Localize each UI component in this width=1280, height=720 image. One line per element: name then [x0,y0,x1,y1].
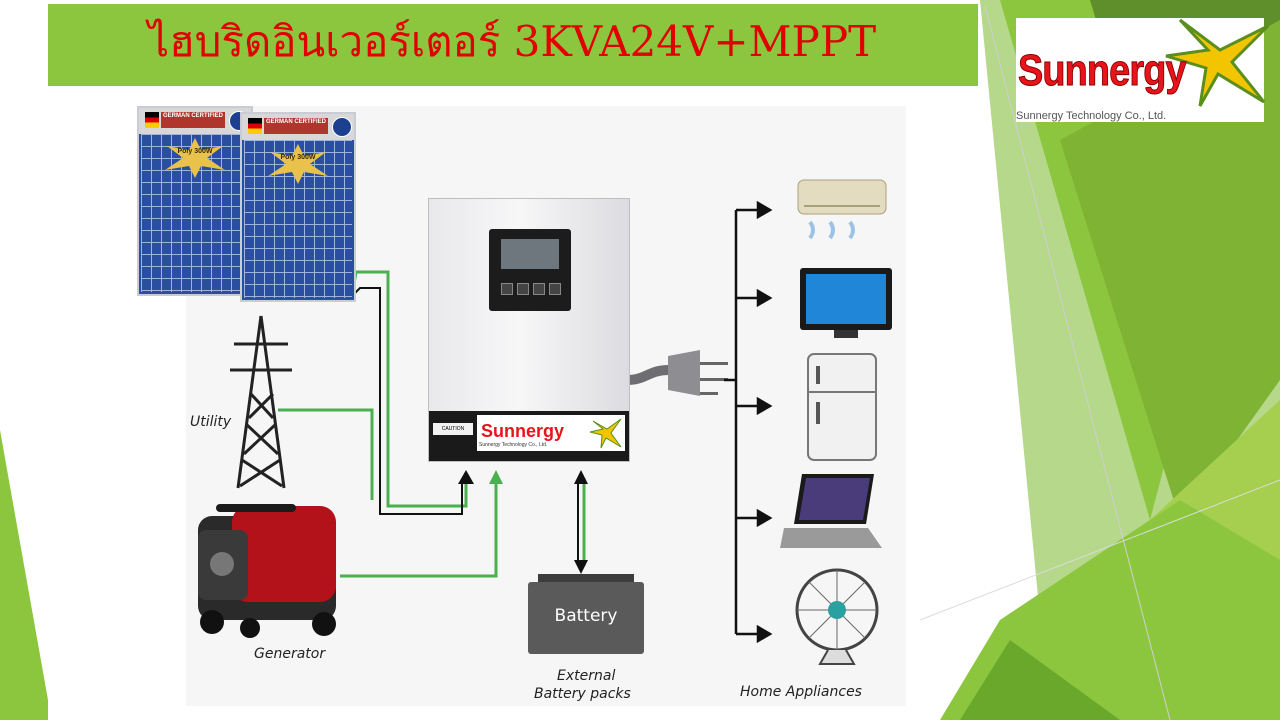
inverter-button-icon [549,283,561,295]
refrigerator-icon [807,353,877,461]
battery-arrow-up [574,470,588,484]
battery-icon [528,582,644,654]
generator-wire [340,480,498,578]
inverter-brand-plate: Sunnergy Sunnergy Technology Co., Ltd. [477,415,625,451]
inverter-input-arrow [458,470,474,484]
inverter-unit: CAUTION Sunnergy Sunnergy Technology Co.… [428,198,630,462]
utility-tower-icon [230,315,292,489]
external-battery-label-line2: Battery packs [534,686,631,702]
fan-icon [795,568,879,665]
panel-badge: Poly 300W [177,148,213,155]
solar-panel-1: GERMAN CERTIFIED Poly 300W [137,106,253,296]
air-conditioner-icon [797,179,887,240]
appliance-arrows [736,200,773,644]
plug-head [668,350,700,396]
panel-badge: Poly 300W [280,154,316,161]
battery-label: Battery [554,606,618,626]
home-appliances-label: Home Appliances [740,684,862,700]
generator-label: Generator [254,646,326,662]
panel-certificate: GERMAN CERTIFIED [161,112,225,128]
starburst-badge-icon [268,144,328,184]
starburst-logo-icon [1165,18,1270,107]
caution-label: CAUTION [433,423,473,435]
utility-label: Utility [190,414,232,430]
battery-terminals [538,574,634,584]
generator-arrow [489,470,503,484]
panel-certificate: GERMAN CERTIFIED [264,118,328,134]
solar-black-wire [351,287,463,515]
inverter-button-icon [517,283,529,295]
german-flag-icon [248,118,262,134]
plug-cable [627,365,669,385]
external-battery-label-line1: External [557,668,616,684]
starburst-badge-icon [165,138,225,178]
solar-panel-2: GERMAN CERTIFIED Poly 300W [240,112,356,302]
inverter-button-icon [533,283,545,295]
inverter-brand: Sunnergy [481,421,565,441]
slide-title: ไฮบริดอินเวอร์เตอร์ 3KVA24V+MPPT [148,17,877,66]
tuv-badge-icon [332,117,352,137]
title-bar: ไฮบริดอินเวอร์เตอร์ 3KVA24V+MPPT [48,4,978,86]
logo-subtitle: Sunnergy Technology Co., Ltd. [1016,110,1167,122]
german-flag-icon [145,112,159,128]
starburst-logo-icon [589,418,622,449]
logo-wordmark: Sunnergy [1018,46,1187,96]
generator-icon [198,504,336,638]
tv-icon [800,268,892,338]
laptop-icon [780,474,882,548]
battery-arrow-down [574,560,588,574]
utility-wire [278,408,374,500]
inverter-lcd-screen [501,239,559,269]
inverter-control-panel [489,229,571,311]
inverter-brand-sub: Sunnergy Technology Co., Ltd. [479,442,548,448]
inverter-button-icon [501,283,513,295]
